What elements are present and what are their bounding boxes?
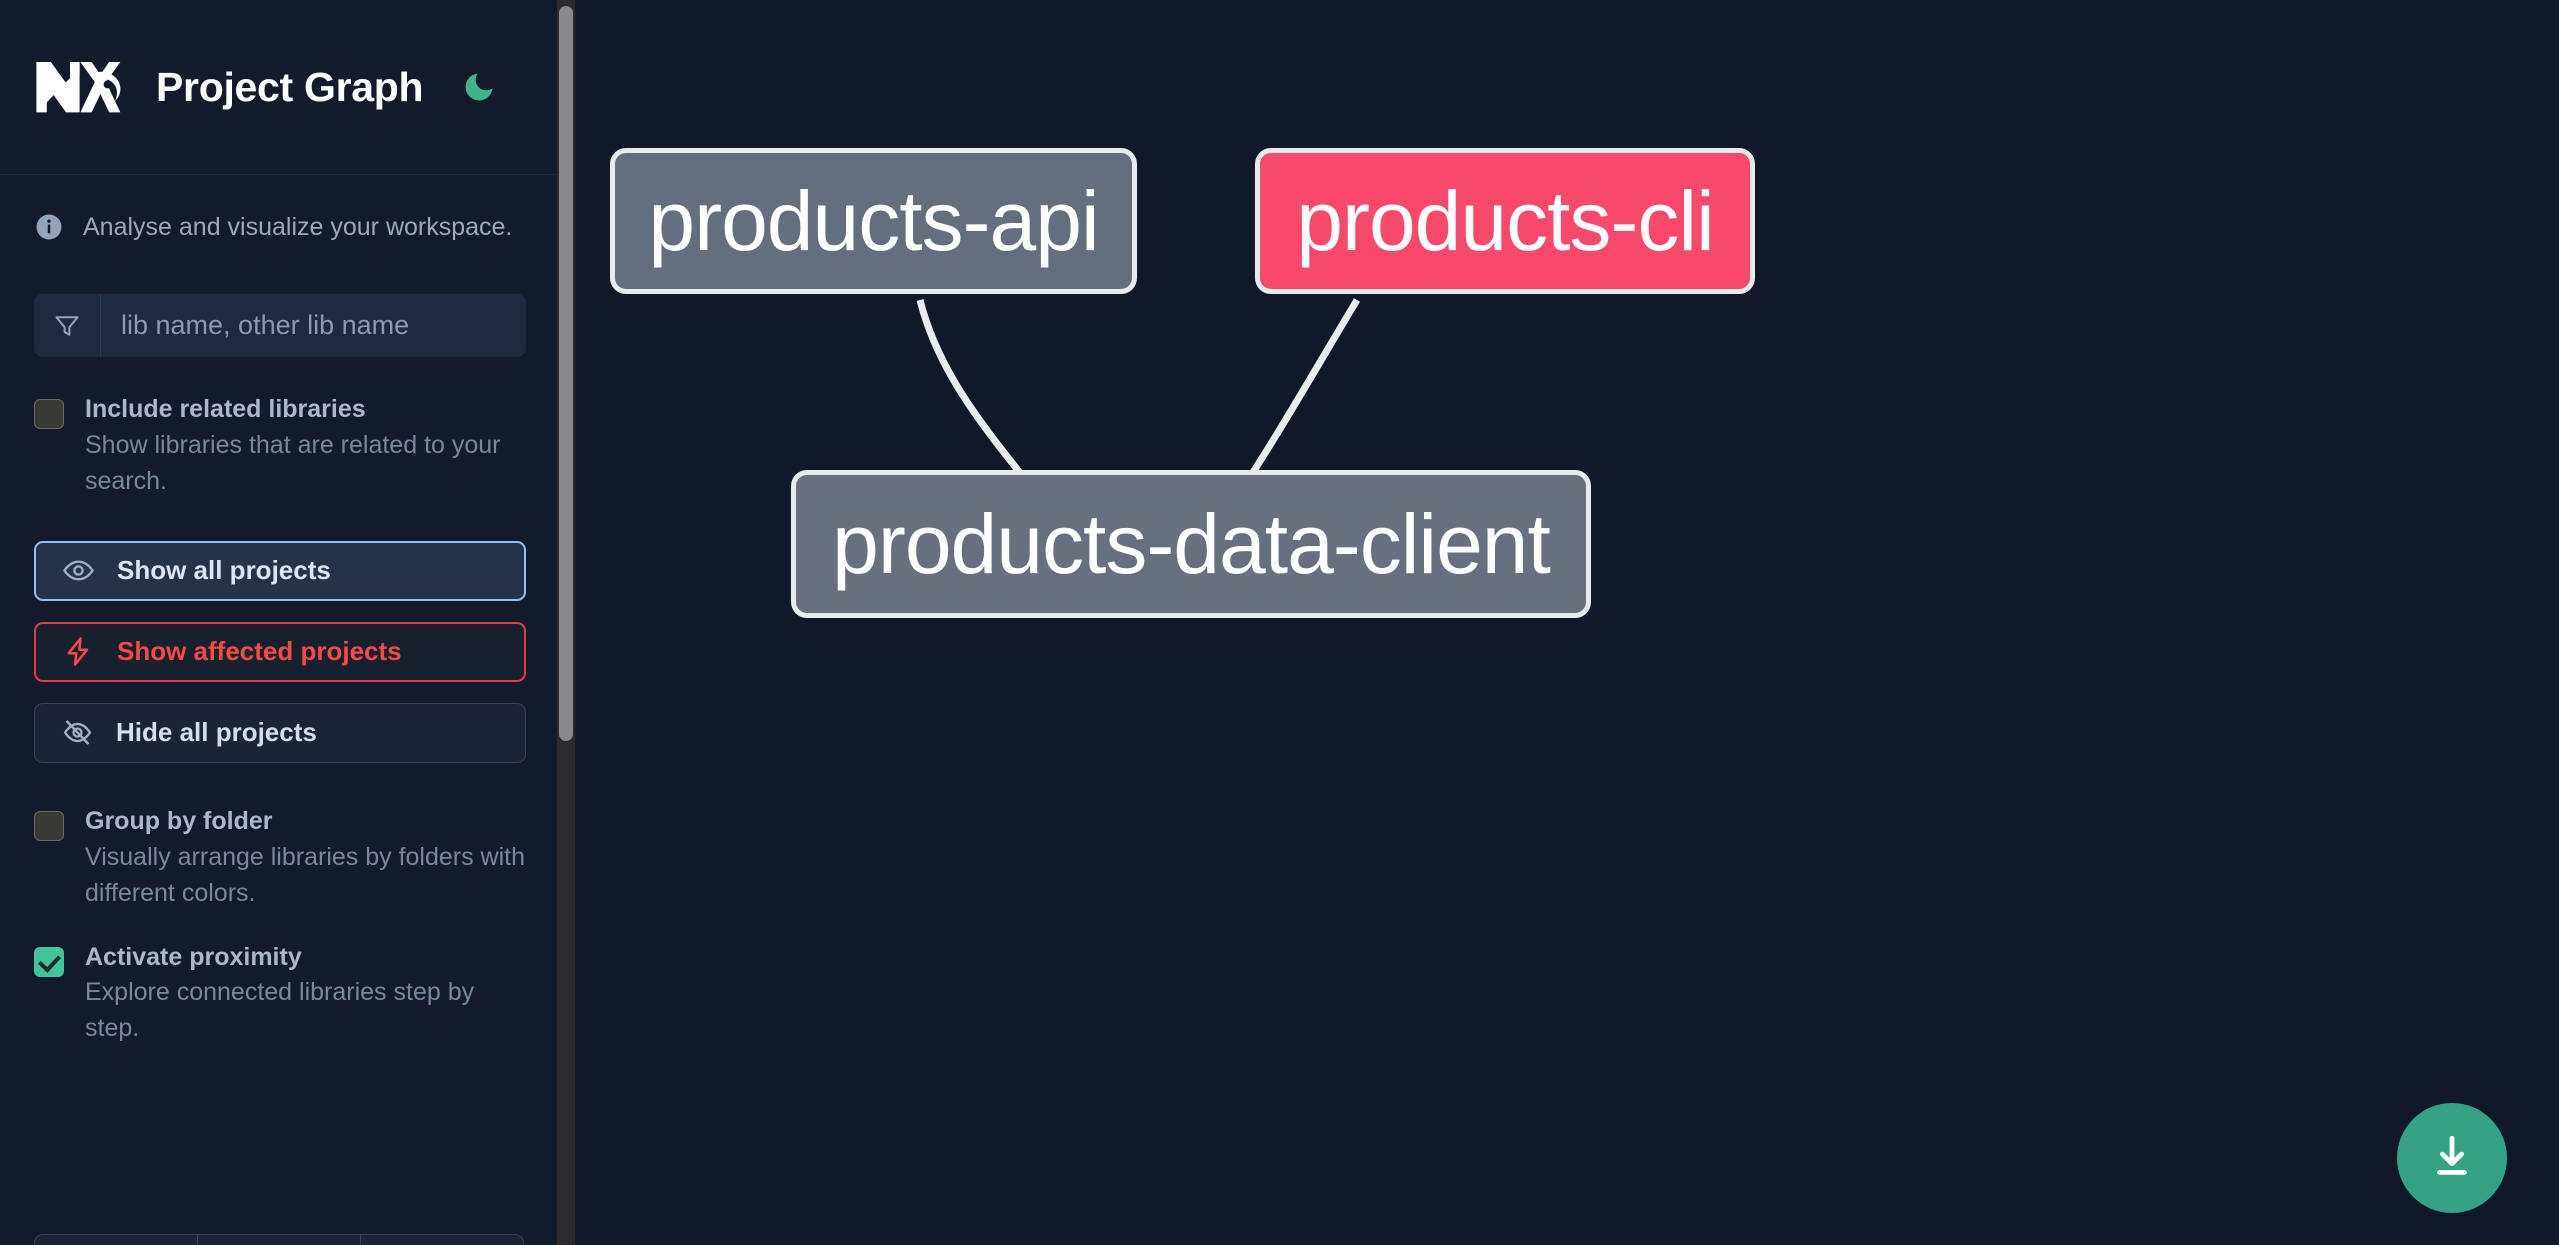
option-label: Include related libraries — [85, 395, 366, 423]
funnel-icon[interactable] — [34, 294, 101, 357]
checkbox-group-by-folder[interactable] — [34, 810, 64, 841]
lightning-icon — [62, 635, 95, 668]
option-label: Group by folder — [85, 806, 273, 835]
graph-node-products-data-client[interactable]: products-data-client — [791, 470, 1591, 618]
eye-icon — [62, 554, 95, 587]
sidebar-scrollbar-thumb[interactable] — [559, 6, 573, 741]
node-label: products-cli — [1296, 174, 1714, 268]
option-description: Explore connected libraries step by step… — [85, 978, 475, 1043]
node-label: products-data-client — [832, 497, 1551, 591]
option-group-by-folder[interactable]: Group by folder Visually arrange librari… — [0, 805, 560, 911]
graph-node-products-cli[interactable]: products-cli — [1255, 148, 1755, 294]
option-description: Show libraries that are related to your … — [85, 430, 501, 495]
sidebar: Project Graph Analyse and visualize yo — [0, 0, 575, 1245]
moon-icon[interactable] — [461, 69, 497, 105]
search-input[interactable] — [101, 294, 526, 357]
workspace-tagline: Analyse and visualize your workspace. — [0, 175, 560, 242]
show-affected-projects-button[interactable]: Show affected projects — [34, 621, 526, 682]
button-label: Show all projects — [117, 555, 331, 586]
sidebar-scrollbar[interactable] — [557, 0, 575, 1245]
checkbox-activate-proximity[interactable] — [34, 946, 64, 977]
tagline-text: Analyse and visualize your workspace. — [83, 212, 513, 241]
checkbox-include-related-libraries[interactable] — [34, 399, 64, 429]
proximity-stepper-control[interactable] — [34, 1234, 524, 1245]
node-label: products-api — [648, 174, 1099, 268]
visibility-button-group: Show all projects Show affected projects — [0, 540, 560, 763]
stepper-segment-decrease[interactable] — [35, 1235, 198, 1245]
sidebar-header: Project Graph — [0, 0, 560, 175]
eye-off-icon — [61, 716, 94, 749]
option-description: Visually arrange libraries by folders wi… — [85, 842, 526, 907]
graph-canvas[interactable]: products-api products-cli products-data-… — [575, 0, 2559, 1245]
stepper-segment-value[interactable] — [198, 1235, 361, 1245]
download-graph-button[interactable] — [2397, 1103, 2507, 1213]
stepper-segment-increase[interactable] — [361, 1235, 523, 1245]
button-label: Show affected projects — [117, 636, 402, 667]
show-all-projects-button[interactable]: Show all projects — [34, 540, 526, 601]
option-label: Activate proximity — [85, 942, 302, 971]
option-activate-proximity[interactable]: Activate proximity Explore connected lib… — [0, 941, 560, 1047]
button-label: Hide all projects — [116, 717, 317, 748]
graph-node-products-api[interactable]: products-api — [610, 148, 1137, 294]
info-icon — [34, 212, 64, 242]
page-title: Project Graph — [156, 63, 424, 110]
search-section — [0, 242, 560, 357]
option-include-related-libraries[interactable]: Include related libraries Show libraries… — [0, 393, 560, 499]
search-box[interactable] — [34, 294, 526, 357]
download-icon — [2427, 1132, 2477, 1185]
nx-logo-icon — [34, 58, 130, 116]
hide-all-projects-button[interactable]: Hide all projects — [34, 702, 526, 763]
